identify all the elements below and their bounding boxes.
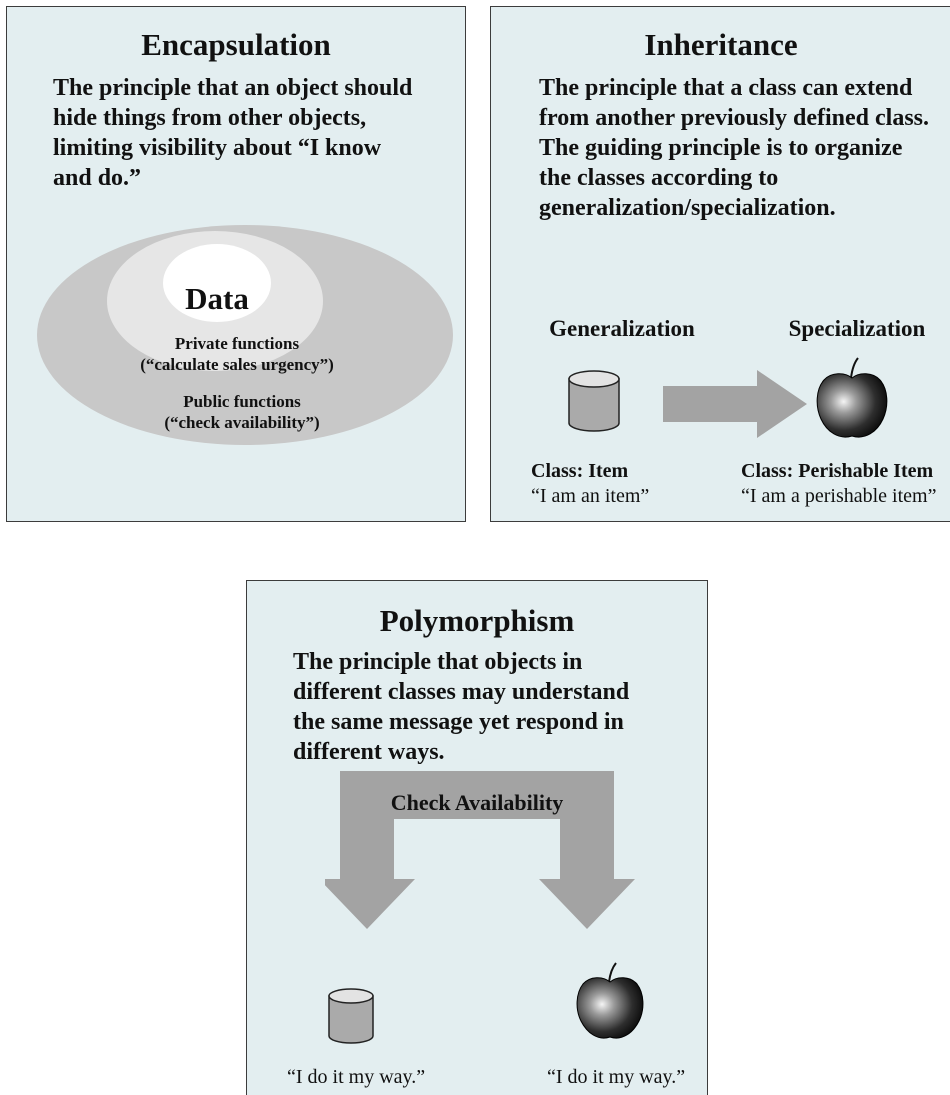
polymorphism-fork-arrow (325, 771, 635, 929)
data-label: Data (185, 281, 249, 316)
polymorphism-title: Polymorphism (379, 603, 575, 638)
generalization-label: Generalization (549, 316, 695, 341)
item-class-caption: Class: Item “I am an item” (531, 459, 649, 509)
polymorphism-panel: Polymorphism The principle that objects … (246, 580, 708, 1095)
private-functions-example: (“calculate sales urgency”) (140, 355, 334, 374)
public-functions-example: (“check availability”) (164, 413, 320, 432)
cylinder-icon (328, 988, 374, 1044)
encapsulation-rings (37, 225, 453, 445)
cylinder-icon (568, 370, 620, 432)
data-core (163, 244, 271, 322)
item-class-label: Class: Item (531, 460, 629, 482)
encapsulation-panel: Encapsulation The principle that an obje… (6, 6, 466, 522)
encapsulation-title: Encapsulation (141, 27, 331, 62)
inheritance-title: Inheritance (644, 27, 798, 62)
encapsulation-description: The principle that an object should hide… (53, 75, 413, 191)
inheritance-panel: Inheritance The principle that a class c… (490, 6, 950, 522)
perishable-class-label: Class: Perishable Item (741, 460, 934, 482)
inheritance-arrow (663, 370, 807, 438)
right-response: “I do it my way.” (547, 1066, 686, 1088)
left-response: “I do it my way.” (287, 1066, 426, 1088)
check-availability-label: Check Availability (390, 790, 564, 815)
specialization-label: Specialization (788, 316, 926, 341)
polymorphism-description: The principle that objects in different … (293, 649, 630, 765)
public-functions-label: Public functions (183, 392, 301, 411)
perishable-class-caption: Class: Perishable Item “I am a perishabl… (741, 459, 936, 509)
private-functions-label: Private functions (174, 334, 300, 353)
apple-icon (816, 357, 888, 438)
perishable-class-quote: “I am a perishable item” (741, 485, 937, 507)
inheritance-description: The principle that a class can extend fr… (539, 75, 930, 221)
item-class-quote: “I am an item” (531, 485, 650, 507)
apple-icon (576, 962, 644, 1039)
